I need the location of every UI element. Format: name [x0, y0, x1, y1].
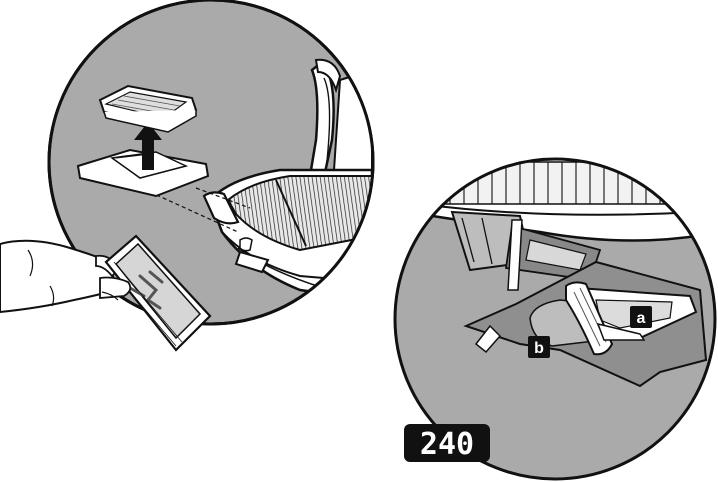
up-arrow-icon	[134, 122, 162, 170]
callout-a-label: a	[637, 310, 646, 327]
callout-b-label: b	[534, 340, 544, 357]
figure-number: 240	[420, 427, 474, 462]
alignment-guides	[149, 187, 251, 233]
figure-number-badge: 240	[404, 424, 490, 462]
callout-a: a	[630, 306, 652, 328]
hand-fingers	[99, 276, 132, 301]
drip-pan-lifted	[98, 84, 198, 133]
callout-b: b	[528, 336, 550, 358]
